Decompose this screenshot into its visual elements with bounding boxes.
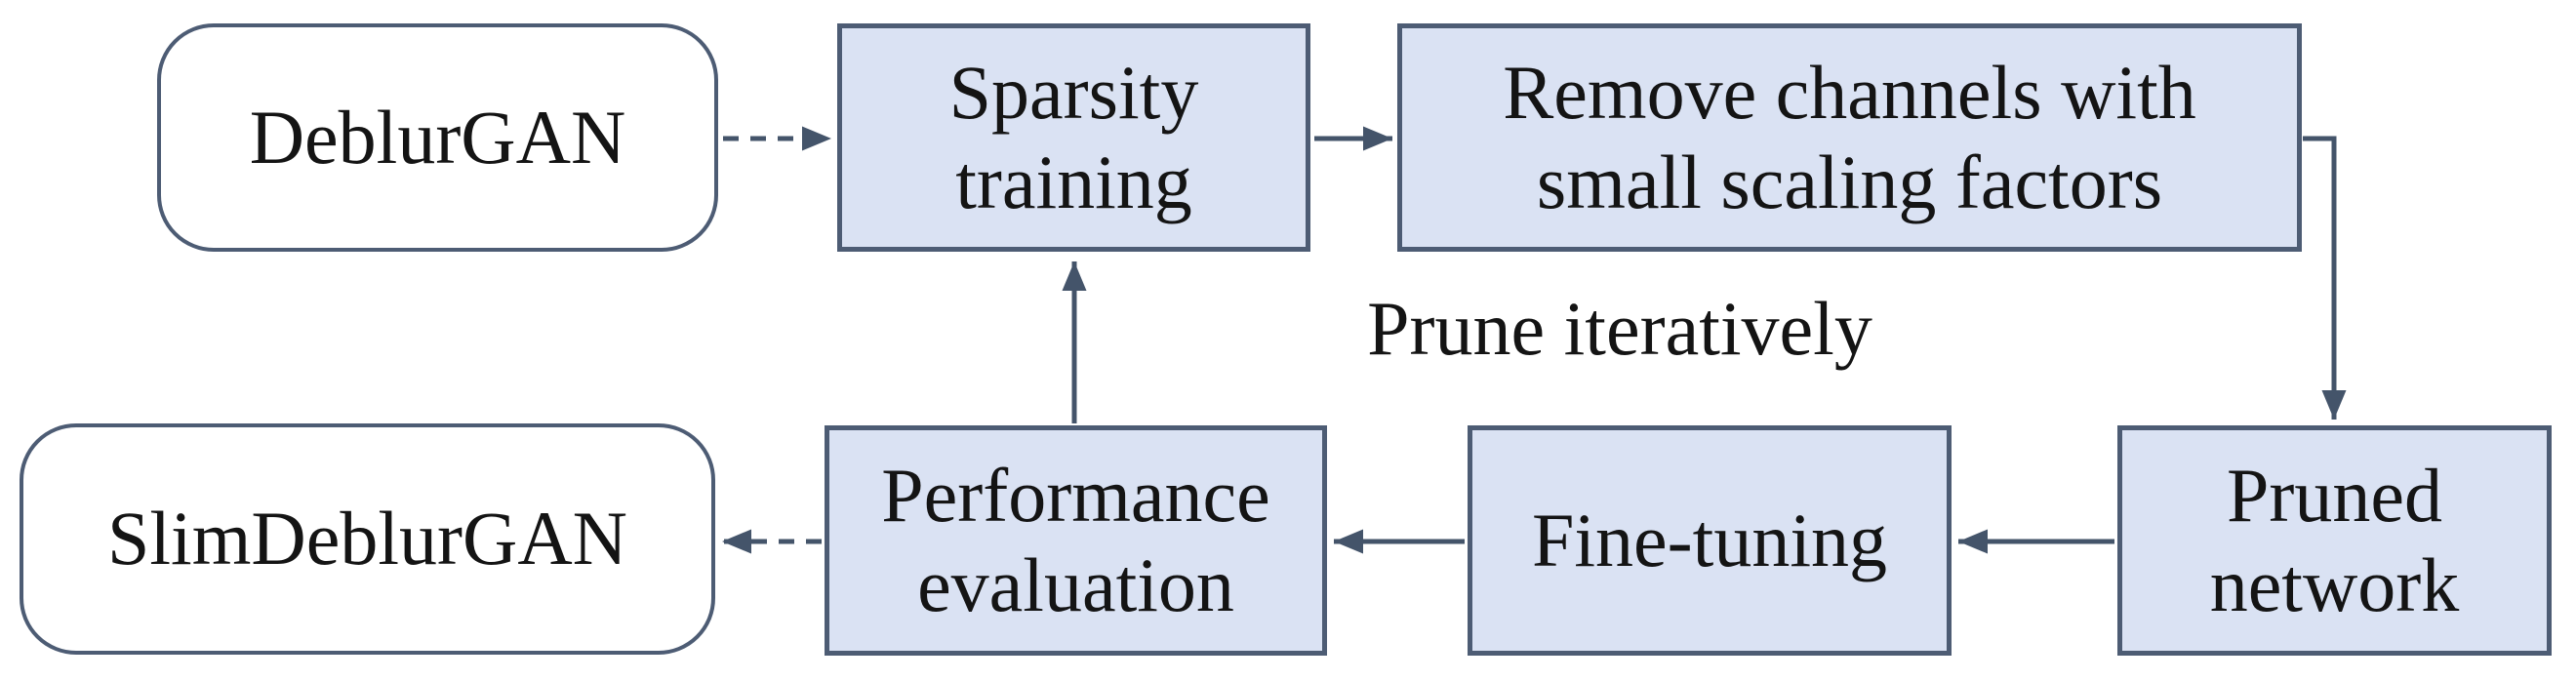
node-sparsity-training: Sparsity training [837, 23, 1310, 252]
node-remove-channels: Remove channels with small scaling facto… [1397, 23, 2302, 252]
edge-remove-to-pruned-arrow [2303, 136, 2347, 420]
node-fine-tuning-label: Fine-tuning [1532, 497, 1887, 582]
node-deblurgan-label: DeblurGAN [249, 94, 626, 180]
node-pruned-network-label: Pruned network [2209, 452, 2460, 627]
node-sparsity-training-label: Sparsity training [948, 49, 1199, 224]
node-slimdeblurgan-label: SlimDeblurGAN [107, 496, 627, 581]
node-remove-channels-label: Remove channels with small scaling facto… [1503, 49, 2196, 224]
node-pruned-network: Pruned network [2117, 425, 2552, 656]
prune-iteratively-annotation: Prune iteratively [1367, 286, 1872, 371]
node-fine-tuning: Fine-tuning [1468, 425, 1952, 656]
node-performance-evaluation-label: Performance evaluation [881, 452, 1270, 627]
node-performance-evaluation: Performance evaluation [825, 425, 1327, 656]
node-deblurgan: DeblurGAN [157, 23, 718, 252]
node-slimdeblurgan: SlimDeblurGAN [20, 423, 715, 655]
